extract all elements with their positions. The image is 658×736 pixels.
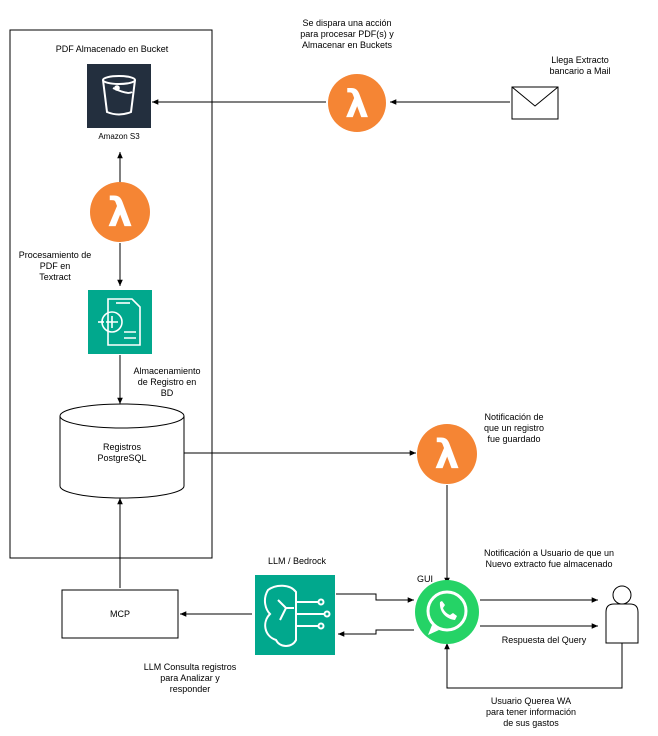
storage-step-label: Almacenamiento de Registro en BD [133,366,201,398]
database-node [59,403,185,499]
whatsapp-icon [415,580,479,644]
mail-label: Llega Extracto bancario a Mail [549,55,611,76]
database-cylinder [59,416,185,499]
llm-label: LLM / Bedrock [267,556,327,566]
bucket-container [9,29,213,559]
svg-text:λ: λ [434,432,459,478]
svg-text:λ: λ [345,82,369,126]
user-notification-label: Notificación a Usuario de que un Nuevo e… [483,548,615,569]
mcp-label: MCP [110,609,130,619]
textract-node [88,290,152,354]
arrow-gui-to-llm [338,629,414,637]
gui-label: GUI [416,574,433,584]
mail-trigger-label: Se dispara una acción para procesar PDF(… [300,18,394,50]
s3-label: Amazon S3 [98,132,140,141]
envelope-icon [511,86,559,120]
user-query-label: Usuario Querea WA para tener información… [485,696,577,728]
arrow-user-to-gui [444,643,623,689]
arrow-llm-to-gui [336,593,414,603]
lambda-notify: λ [417,424,477,484]
llm-query-label: LLM Consulta registros para Analizar y r… [143,662,237,694]
aws-s3-bucket-icon [87,64,151,128]
query-response-label: Respuesta del Query [501,635,587,645]
aws-lambda-icon [417,424,477,484]
textract-label: Procesamiento de PDF en Textract [18,250,92,282]
notify-lambda-label: Notificación de que un registro fue guar… [483,412,545,444]
bedrock-node [255,575,335,655]
mcp-box [61,589,179,639]
s3-node [87,64,151,128]
lambda-processing: λ [90,182,150,242]
database-label: Registros PostgreSQL [97,442,147,463]
svg-text:λ: λ [107,190,132,236]
aws-lambda-icon [328,74,386,132]
lambda-mail-trigger: λ [328,74,386,132]
aws-lambda-icon [90,182,150,242]
user-icon [605,585,639,644]
bucket-container-title: PDF Almacenado en Bucket [55,44,169,54]
